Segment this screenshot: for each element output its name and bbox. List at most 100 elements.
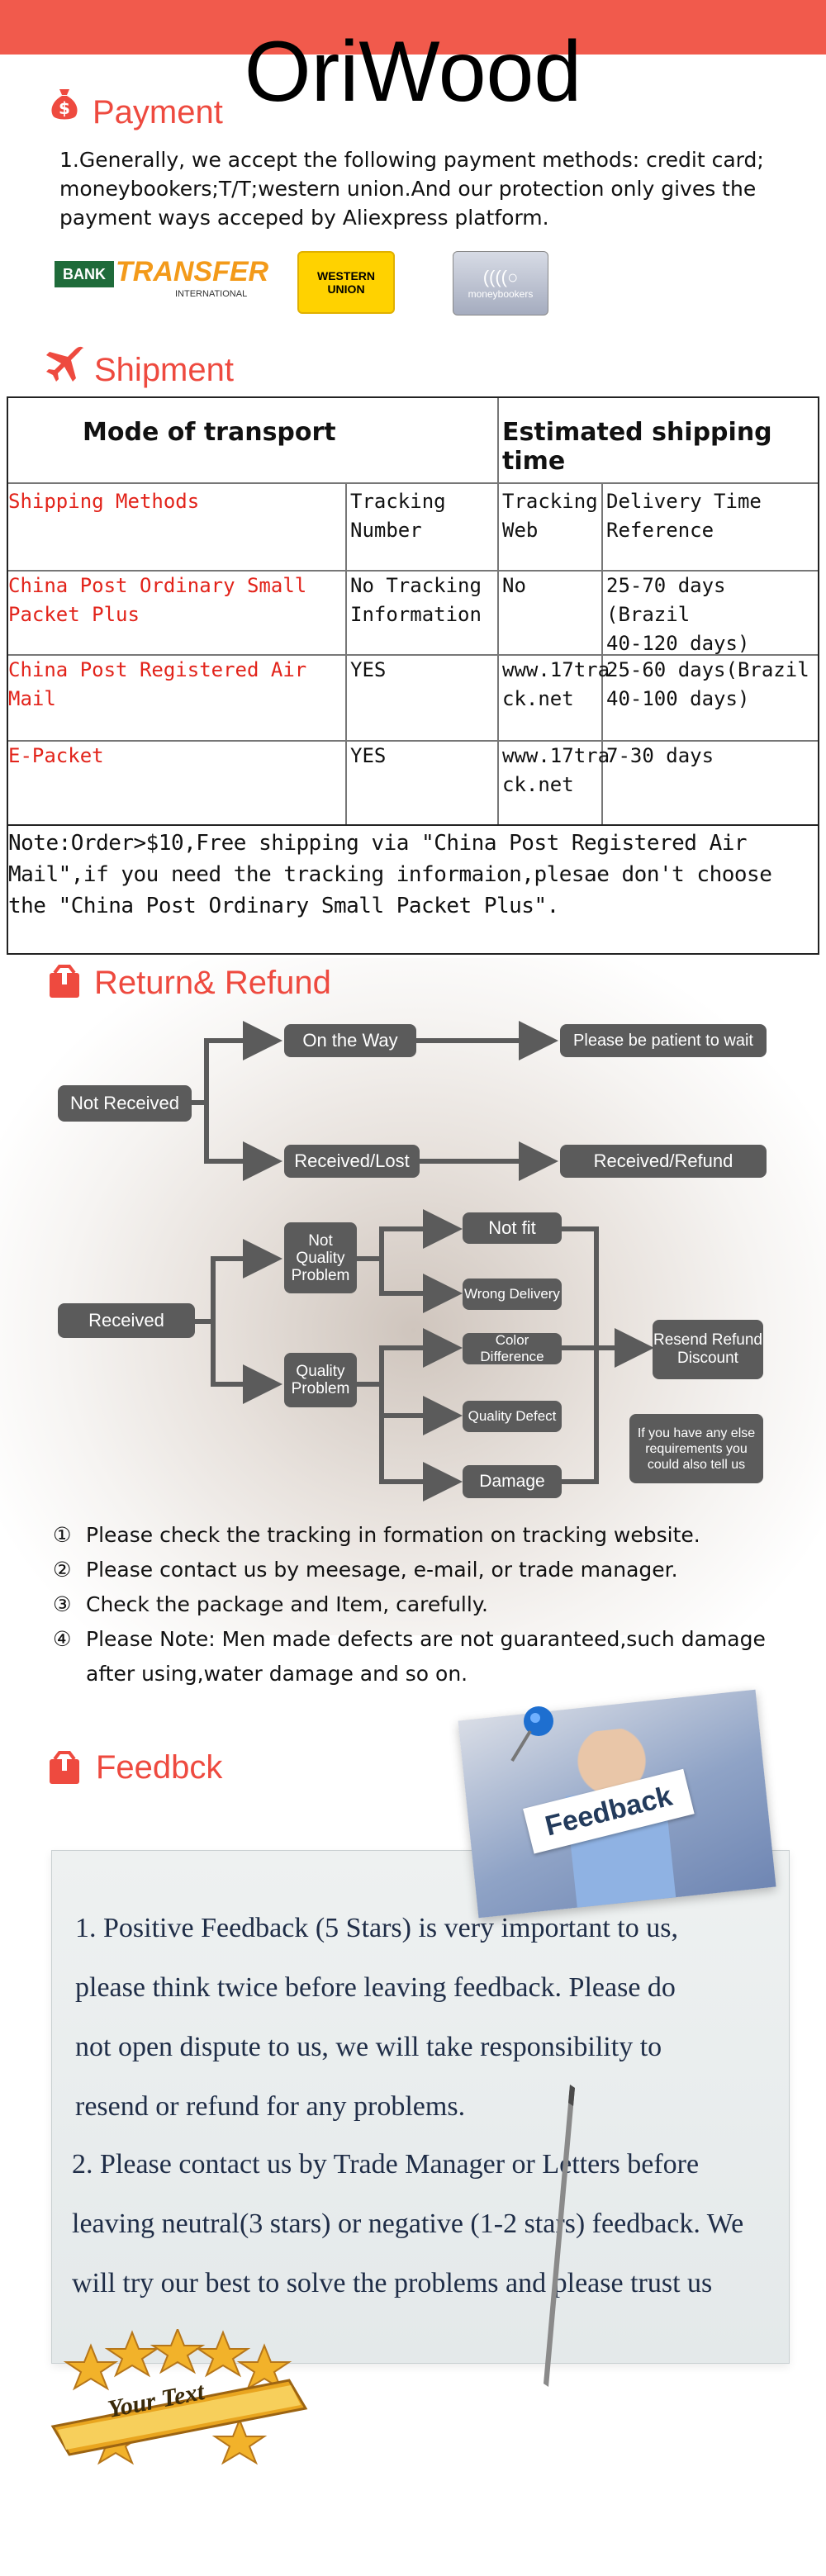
pen-icon [544, 2085, 575, 2387]
col-header-delivery-text: Delivery Time Reference [606, 490, 762, 542]
col-header-methods: Shipping Methods [8, 490, 200, 513]
web-line: No [502, 574, 526, 597]
flow-not-quality: Not Quality Problem [284, 1222, 357, 1293]
money-bag-icon: $ [51, 89, 78, 120]
flow-resend: Resend Refund Discount [653, 1320, 763, 1379]
note-number: ③ [53, 1592, 72, 1616]
note-line: Mail",if you need the tracking informaio… [8, 862, 772, 887]
delivery-line: 40-120 days) [606, 632, 750, 655]
table-row-1-method: China Post Ordinary Small Packet Plus [8, 572, 342, 629]
brand-title: OriWood [244, 24, 582, 120]
refund-note: ③ Check the package and Item, carefully. [53, 1587, 796, 1622]
table-row-1-delivery: 25-70 days (Brazil 40-120 days) [606, 572, 818, 658]
tracking-line: Information [350, 603, 482, 626]
payment-line: payment ways acceped by Aliexpress platf… [59, 206, 549, 230]
refund-note: ④ Please Note: Men made defects are not g… [53, 1622, 796, 1657]
method-line: Packet Plus [8, 603, 140, 626]
international-label: INTERNATIONAL [175, 289, 248, 299]
payment-line: 1.Generally, we accept the following pay… [59, 148, 764, 172]
top-banner [0, 0, 826, 55]
pushpin-icon [510, 1706, 553, 1762]
transfer-label: TRANSFER [116, 256, 269, 287]
refund-note: ② Please contact us by meesage, e-mail, o… [53, 1553, 796, 1587]
flow-received: Received [58, 1303, 195, 1338]
airplane-icon [46, 346, 84, 382]
feedback-text-1: 1. Positive Feedback (5 Stars) is very i… [75, 1899, 786, 2137]
western-label: WESTERN [317, 269, 375, 282]
note-line: the "China Post Ordinary Small Packet Pl… [8, 894, 559, 918]
flow-quality: Quality Problem [284, 1353, 357, 1407]
delivery-line: 40-100 days) [606, 687, 750, 710]
moneybookers-label: moneybookers [468, 288, 534, 300]
handshake-background [0, 958, 826, 1635]
shipping-table: Mode of transport Estimated shipping tim… [7, 396, 819, 955]
flow-received-lost: Received/Lost [284, 1145, 420, 1178]
tracking-line: YES [350, 658, 387, 681]
table-header-mode: Mode of transport [83, 418, 336, 447]
table-row-1-tracking: No Tracking Information [350, 572, 482, 629]
col-header-delivery: Delivery Time Reference [606, 487, 818, 545]
feedback-text-2: 2. Please contact us by Trade Manager or… [72, 2135, 787, 2313]
flow-not-fit: Not fit [463, 1212, 562, 1244]
method-line: China Post Ordinary Small [8, 574, 307, 597]
refund-note: after using,water damage and so on. [53, 1657, 796, 1691]
note-line: Note:Order>$10,Free shipping via "China … [8, 831, 748, 856]
shipping-note: Note:Order>$10,Free shipping via "China … [8, 828, 818, 922]
delivery-line: 25-60 days(Brazil [606, 658, 809, 681]
shipment-title: Shipment [94, 352, 234, 388]
flow-quality-defect: Quality Defect [463, 1401, 562, 1432]
flow-be-patient: Please be patient to wait [560, 1024, 767, 1057]
note-text: after using,water damage and so on. [86, 1662, 468, 1686]
web-line: ck.net [502, 687, 574, 710]
feedback-line: 1. Positive Feedback (5 Stars) is very i… [75, 1913, 678, 1943]
feedback-line: please think twice before leaving feedba… [75, 1972, 676, 2003]
col-header-tracking: Tracking Number [350, 487, 499, 545]
note-text: Check the package and Item, carefully. [86, 1592, 488, 1616]
payment-text: 1.Generally, we accept the following pay… [59, 145, 786, 232]
col-header-web: Tracking Web [502, 487, 600, 545]
western-union-logo: WESTERN UNION [297, 251, 395, 314]
table-row-2-method: China Post Registered Air Mail [8, 656, 342, 714]
flow-received-refund: Received/Refund [560, 1145, 767, 1178]
box-icon [50, 1751, 79, 1784]
table-row-3-web[interactable]: www.17tra ck.net [502, 742, 610, 799]
refund-title: Return& Refund [94, 965, 331, 1001]
feedback-line: not open dispute to us, we will take res… [75, 2032, 662, 2062]
note-number: ① [53, 1523, 72, 1547]
web-line: ck.net [502, 773, 574, 796]
refund-flow-connectors [192, 1021, 654, 1501]
flow-color-difference: Color Difference [463, 1332, 562, 1364]
note-number: ② [53, 1558, 72, 1582]
col-header-web-text: Tracking Web [502, 490, 598, 542]
union-label: UNION [327, 282, 365, 296]
feedback-line: will try our best to solve the problems … [72, 2268, 713, 2298]
method-line: Mail [8, 687, 56, 710]
table-row-2-web[interactable]: www.17tra ck.net [502, 656, 610, 714]
flow-wrong-delivery: Wrong Delivery [463, 1279, 562, 1310]
table-header-time: Estimated shipping time [502, 418, 772, 476]
bank-label: BANK [55, 261, 114, 287]
feedback-line: 2. Please contact us by Trade Manager or… [72, 2149, 700, 2180]
table-row-3-method: E-Packet [8, 742, 342, 771]
flow-other-requirements: If you have any else requirements you co… [629, 1414, 763, 1483]
bank-transfer-logo: BANK TRANSFER INTERNATIONAL [55, 256, 268, 302]
box-icon [50, 965, 79, 998]
flow-not-received: Not Received [58, 1085, 192, 1122]
note-text: Please Note: Men made defects are not gu… [86, 1627, 766, 1651]
refund-notes: ① Please check the tracking in formation … [53, 1518, 796, 1691]
payment-line: moneybookers;T/T;western union.And our p… [59, 177, 757, 201]
table-row-2-tracking: YES [350, 656, 386, 685]
moneybookers-logo: ((((○ moneybookers [453, 251, 548, 315]
table-row-3-tracking: YES [350, 742, 386, 771]
payment-title: Payment [93, 94, 223, 130]
note-text: Please contact us by meesage, e-mail, or… [86, 1558, 678, 1582]
payment-section: $ Payment 1.Generally, we accept the fol… [0, 83, 826, 322]
table-row-3-delivery: 7-30 days [606, 742, 714, 771]
your-text-badge: Your Text [41, 2329, 314, 2469]
delivery-line: 25-70 days (Brazil [606, 574, 726, 626]
web-line: www.17tra [502, 658, 610, 681]
refund-note: ① Please check the tracking in formation … [53, 1518, 796, 1553]
note-text: Please check the tracking in formation o… [86, 1523, 700, 1547]
note-number: ④ [53, 1627, 72, 1651]
flow-damage: Damage [463, 1465, 562, 1498]
